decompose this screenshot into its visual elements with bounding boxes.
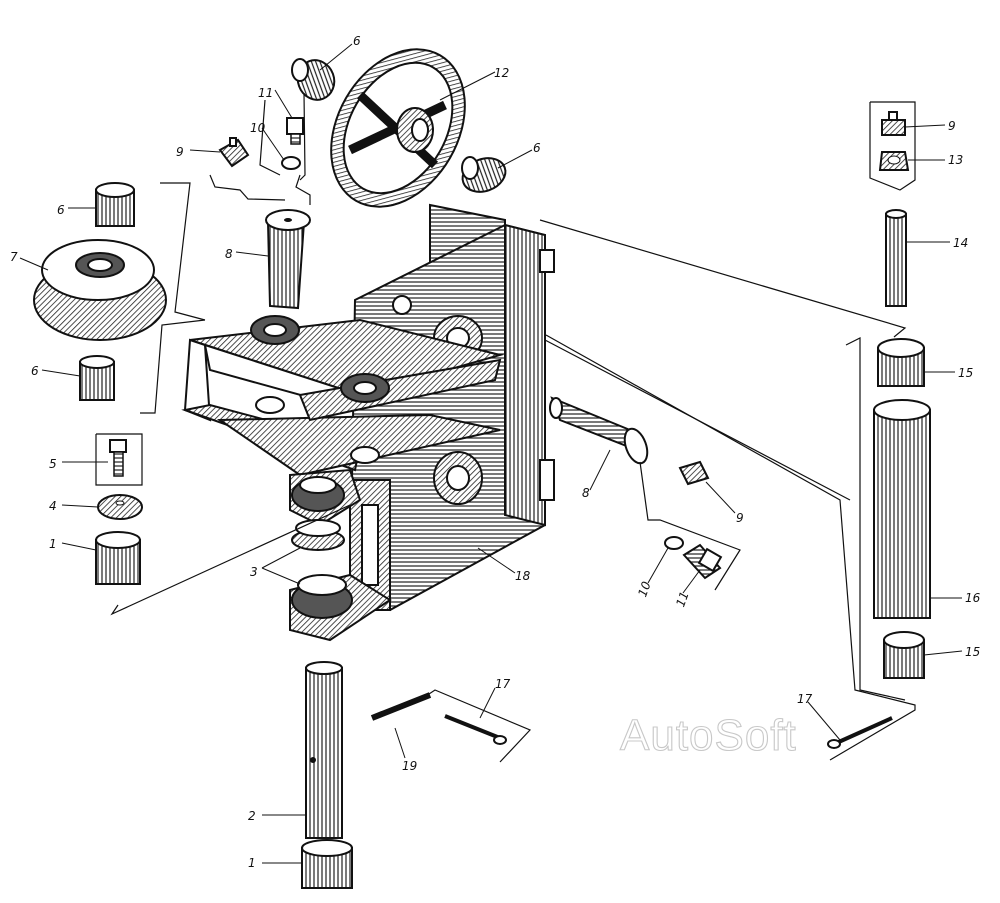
frame-bracket	[181, 203, 555, 642]
callout-8: 8	[225, 247, 233, 261]
callout-9: 9	[176, 145, 184, 159]
callout-10: 10	[635, 579, 654, 598]
callout-7: 7	[10, 250, 18, 264]
callout-15: 15	[965, 645, 980, 659]
callout-1: 1	[49, 537, 57, 551]
top-pulley	[330, 48, 466, 208]
watermark-text: AutoSoft	[620, 711, 797, 760]
roller-tube-16	[873, 399, 931, 619]
leader-lines	[19, 43, 963, 864]
washer-10-top	[281, 156, 301, 170]
cotter-pin-17-bottom	[444, 714, 507, 745]
callout-17: 17	[797, 692, 813, 706]
callout-6: 6	[533, 141, 541, 155]
bushing-6-left-top	[95, 182, 135, 227]
axle-14	[885, 209, 907, 307]
callout-4: 4	[49, 499, 57, 513]
callout-12: 12	[494, 66, 509, 80]
callout-19: 19	[402, 759, 417, 773]
assembly-guide-lines	[95, 92, 916, 763]
washer-10-middle	[664, 536, 684, 550]
callout-16: 16	[965, 591, 981, 605]
callout-11: 11	[258, 86, 273, 100]
callout-13: 13	[948, 153, 963, 167]
grease-fitting-9-left	[218, 137, 250, 168]
grease-fitting-9-middle	[678, 460, 710, 486]
bushing-6-top	[291, 58, 336, 101]
nut-13	[878, 151, 910, 171]
callout-6: 6	[57, 203, 65, 217]
callout-8: 8	[582, 486, 590, 500]
callout-9: 9	[736, 511, 744, 525]
axle-2	[305, 661, 343, 839]
washer-4	[97, 494, 143, 520]
roller-7	[33, 239, 167, 341]
bolt-11-top	[286, 117, 304, 145]
callout-1: 1	[248, 856, 256, 870]
callout-15: 15	[958, 366, 973, 380]
bushing-6-right	[461, 156, 507, 193]
callout-2: 2	[248, 809, 256, 823]
bushing-15-bottom	[883, 631, 925, 679]
pin-8-top	[265, 209, 311, 310]
callout-17: 17	[495, 677, 511, 691]
bushing-1-left	[95, 531, 141, 585]
bushing-6-left-bottom	[79, 355, 115, 401]
callout-14: 14	[953, 236, 968, 250]
callout-9: 9	[948, 119, 956, 133]
bolt-5	[109, 439, 127, 477]
callout-6: 6	[31, 364, 39, 378]
bushing-1-bottom	[301, 839, 353, 889]
callout-6: 6	[353, 34, 361, 48]
callout-18: 18	[515, 569, 531, 583]
bolt-11-middle	[682, 543, 723, 580]
callout-5: 5	[49, 457, 57, 471]
grease-fitting-9-right	[881, 111, 906, 136]
bushing-15-top	[877, 338, 925, 387]
pin-19	[370, 692, 432, 721]
cotter-pin-17-right	[827, 716, 893, 749]
callout-11: 11	[673, 590, 691, 609]
callout-labels: 6 12 11 10 9 6 6 7 8 6 5 4 1 3 18 8 9 10…	[10, 34, 981, 870]
callout-3: 3	[250, 565, 258, 579]
pin-8-right	[549, 396, 649, 465]
callout-10: 10	[250, 121, 266, 135]
